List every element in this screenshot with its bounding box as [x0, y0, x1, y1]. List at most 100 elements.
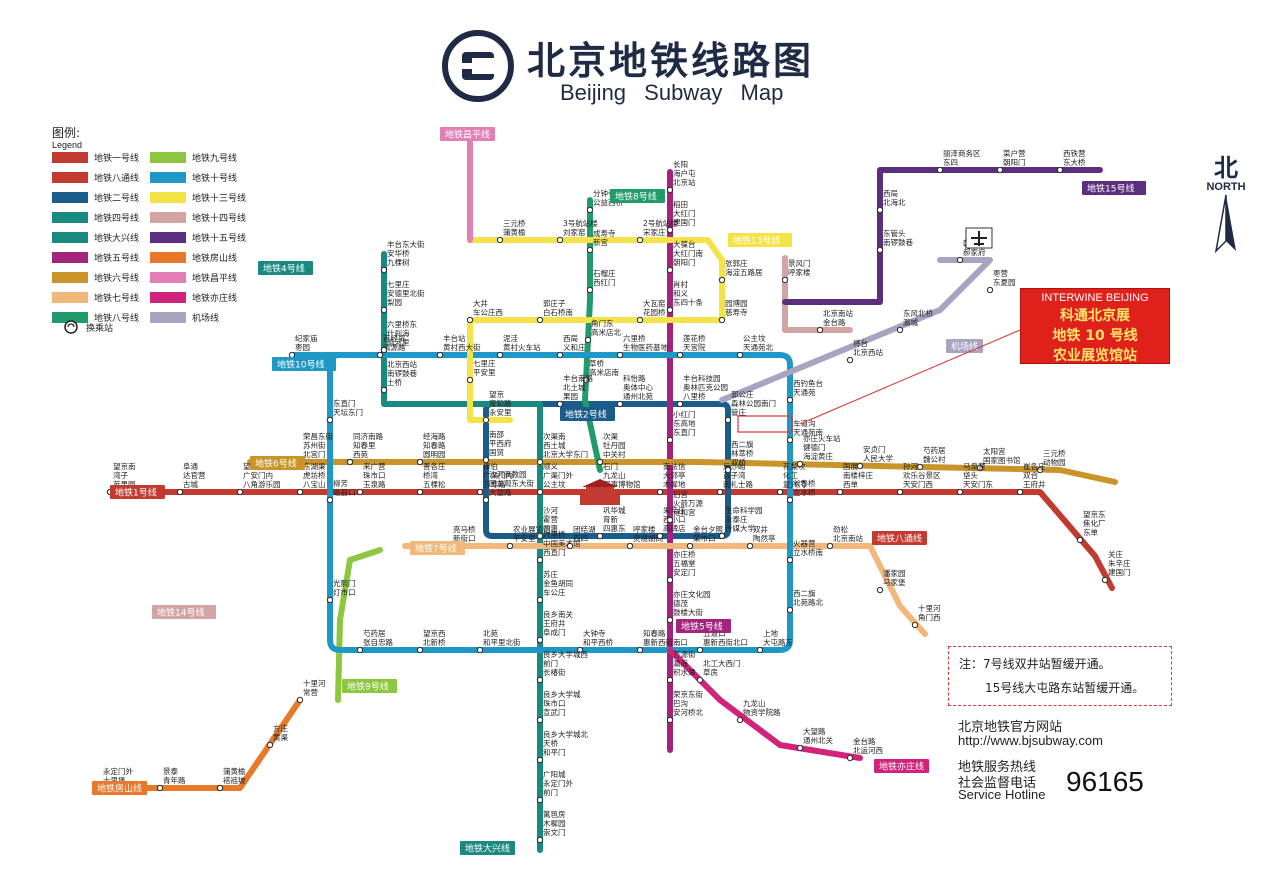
station-dot[interactable]: [636, 236, 644, 244]
station-dot[interactable]: [666, 436, 674, 444]
station-dot[interactable]: [856, 462, 864, 470]
station-dot[interactable]: [556, 400, 564, 408]
station-dot[interactable]: [626, 542, 634, 550]
station-dot[interactable]: [466, 316, 474, 324]
station-dot[interactable]: [636, 646, 644, 654]
station-dot[interactable]: [746, 542, 754, 550]
station-dot[interactable]: [288, 351, 296, 359]
station-dot[interactable]: [718, 532, 726, 540]
station-dot[interactable]: [956, 488, 964, 496]
station-dot[interactable]: [786, 436, 794, 444]
station-dot[interactable]: [756, 646, 764, 654]
station-dot[interactable]: [536, 756, 544, 764]
station-dot[interactable]: [666, 266, 674, 274]
station-dot[interactable]: [616, 400, 624, 408]
station-dot[interactable]: [696, 646, 704, 654]
station-dot[interactable]: [582, 376, 590, 384]
station-dot[interactable]: [1076, 536, 1084, 544]
station-dot[interactable]: [536, 716, 544, 724]
station-dot[interactable]: [296, 696, 304, 704]
station-dot[interactable]: [786, 396, 794, 404]
station-dot[interactable]: [346, 458, 354, 466]
station-dot[interactable]: [536, 796, 544, 804]
station-dot[interactable]: [666, 576, 674, 584]
station-dot[interactable]: [476, 646, 484, 654]
station-dot[interactable]: [846, 754, 854, 762]
station-dot[interactable]: [536, 836, 544, 844]
station-dot[interactable]: [656, 488, 664, 496]
station-dot[interactable]: [666, 676, 674, 684]
station-dot[interactable]: [176, 488, 184, 496]
station-dot[interactable]: [1101, 576, 1109, 584]
station-dot[interactable]: [536, 488, 544, 496]
station-dot[interactable]: [718, 316, 726, 324]
station-dot[interactable]: [718, 276, 726, 284]
station-dot[interactable]: [576, 646, 584, 654]
station-dot[interactable]: [506, 542, 514, 550]
station-dot[interactable]: [781, 276, 789, 284]
station-dot[interactable]: [936, 166, 944, 174]
website-url[interactable]: http://www.bjsubway.com: [958, 733, 1103, 748]
station-dot[interactable]: [776, 488, 784, 496]
station-dot[interactable]: [616, 351, 624, 359]
station-dot[interactable]: [596, 458, 604, 466]
station-dot[interactable]: [786, 606, 794, 614]
station-dot[interactable]: [566, 542, 574, 550]
station-dot[interactable]: [724, 466, 732, 474]
station-dot[interactable]: [482, 416, 490, 424]
station-dot[interactable]: [536, 316, 544, 324]
station-dot[interactable]: [416, 458, 424, 466]
station-dot[interactable]: [896, 326, 904, 334]
station-dot[interactable]: [736, 716, 744, 724]
station-dot[interactable]: [716, 488, 724, 496]
station-dot[interactable]: [876, 586, 884, 594]
station-dot[interactable]: [896, 488, 904, 496]
station-dot[interactable]: [1056, 166, 1064, 174]
station-dot[interactable]: [846, 356, 854, 364]
station-dot[interactable]: [676, 351, 684, 359]
station-dot[interactable]: [380, 266, 388, 274]
station-dot[interactable]: [380, 386, 388, 394]
station-dot[interactable]: [676, 400, 684, 408]
station-dot[interactable]: [536, 556, 544, 564]
station-dot[interactable]: [536, 676, 544, 684]
station-dot[interactable]: [816, 326, 824, 334]
station-dot[interactable]: [876, 246, 884, 254]
station-dot[interactable]: [724, 416, 732, 424]
station-dot[interactable]: [536, 596, 544, 604]
station-dot[interactable]: [656, 532, 664, 540]
station-dot[interactable]: [536, 636, 544, 644]
station-dot[interactable]: [326, 496, 334, 504]
station-dot[interactable]: [326, 596, 334, 604]
station-dot[interactable]: [586, 246, 594, 254]
station-dot[interactable]: [266, 741, 274, 749]
station-dot[interactable]: [666, 306, 674, 314]
station-dot[interactable]: [636, 316, 644, 324]
station-dot[interactable]: [986, 286, 994, 294]
station-dot[interactable]: [586, 286, 594, 294]
station-dot[interactable]: [156, 784, 164, 792]
station-dot[interactable]: [911, 621, 919, 629]
station-dot[interactable]: [416, 488, 424, 496]
station-dot[interactable]: [482, 496, 490, 504]
station-dot[interactable]: [436, 351, 444, 359]
station-dot[interactable]: [556, 236, 564, 244]
station-dot[interactable]: [466, 376, 474, 384]
station-dot[interactable]: [956, 256, 964, 264]
station-dot[interactable]: [216, 784, 224, 792]
station-dot[interactable]: [916, 463, 924, 471]
station-dot[interactable]: [380, 346, 388, 354]
station-dot[interactable]: [666, 186, 674, 194]
station-dot[interactable]: [476, 488, 484, 496]
station-dot[interactable]: [536, 532, 544, 540]
station-dot[interactable]: [996, 166, 1004, 174]
station-dot[interactable]: [482, 456, 490, 464]
station-dot[interactable]: [796, 744, 804, 752]
station-dot[interactable]: [380, 306, 388, 314]
station-dot[interactable]: [536, 458, 544, 466]
station-dot[interactable]: [1016, 488, 1024, 496]
station-dot[interactable]: [296, 488, 304, 496]
station-dot[interactable]: [696, 676, 704, 684]
station-dot[interactable]: [356, 488, 364, 496]
station-dot[interactable]: [976, 464, 984, 472]
